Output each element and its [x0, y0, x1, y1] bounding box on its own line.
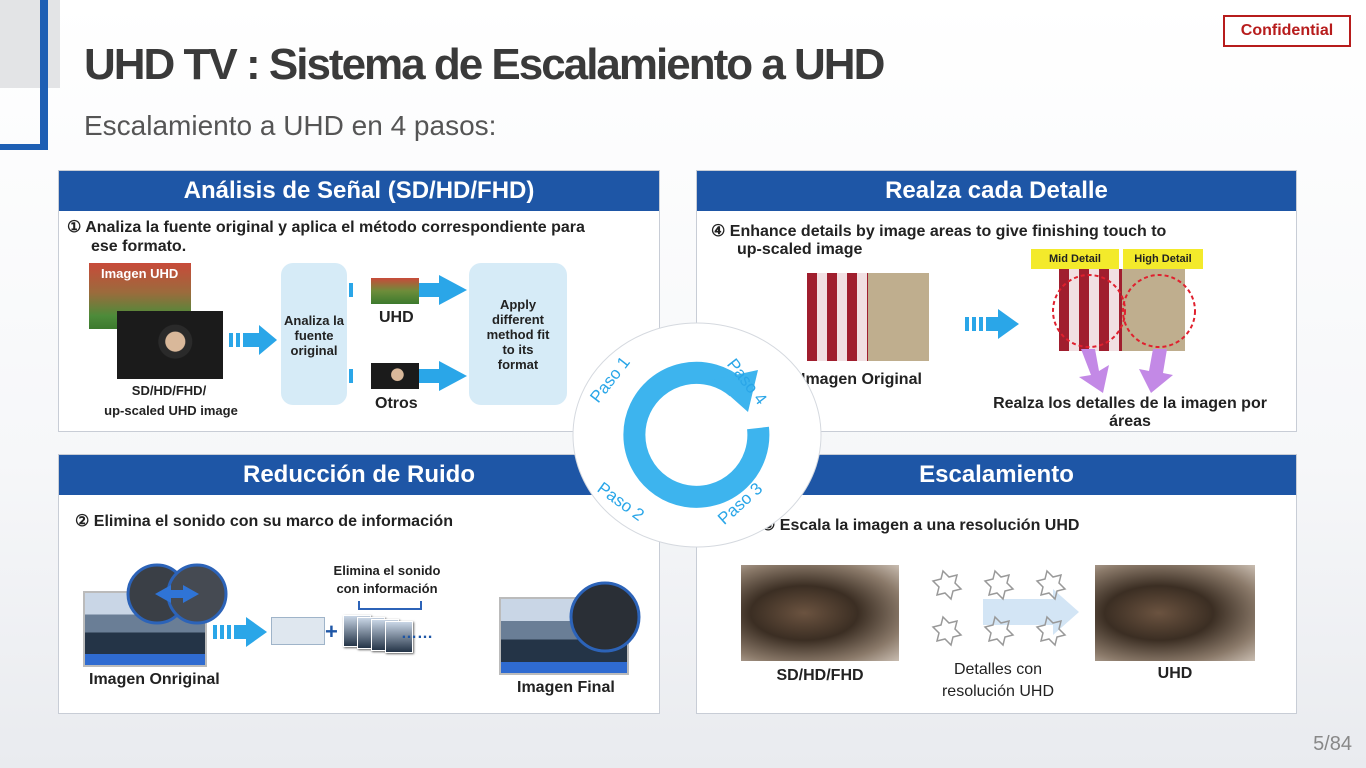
purple-arrows-icon — [1079, 349, 1173, 393]
uhd-label: UHD — [379, 309, 414, 326]
detalles-line1: Detalles con — [953, 661, 1043, 678]
panel-analisis-title: Análisis de Señal (SD/HD/FHD) — [59, 171, 659, 211]
plus-icon: + — [325, 619, 338, 644]
corner-line-vertical — [40, 0, 48, 150]
confidential-badge: Confidential — [1223, 15, 1351, 47]
panel-ruido: Reducción de Ruido ② Elimina el sonido c… — [58, 454, 660, 714]
page-subtitle: Escalamiento a UHD en 4 pasos: — [84, 110, 497, 141]
apply-box-label: Apply different method fit to its format — [486, 297, 550, 372]
imagen-uhd-label: Imagen UHD — [101, 266, 179, 281]
corner-decoration — [0, 0, 60, 88]
ruido-final-label: Imagen Final — [517, 679, 615, 696]
realza-desc-line1: ④ Enhance details by image areas to give… — [711, 223, 1167, 240]
arrow-right-icon — [229, 325, 277, 355]
mid-detail-tag: Mid Detail — [1031, 249, 1119, 269]
fabric-enhanced-image — [1059, 269, 1185, 351]
otros-thumb-image — [371, 363, 419, 389]
analisis-desc-line2: ese formato. — [91, 238, 187, 255]
clean-zoom-icon — [569, 581, 641, 653]
arrow-right-icon — [965, 309, 1019, 339]
realza-result-line2: áreas — [1109, 413, 1151, 430]
arrow-right-icon — [213, 617, 267, 647]
noise-frame-block — [271, 617, 325, 645]
corner-line-horizontal — [0, 144, 48, 150]
realza-desc-line2: up-scaled image — [737, 241, 863, 258]
elimina-line2: con información — [336, 581, 438, 596]
detail-shapes-icon — [931, 569, 1079, 647]
frame-thumb — [385, 621, 413, 653]
escala-uhd-label: UHD — [1157, 665, 1193, 682]
sd-label-line1: SD/HD/FHD/ — [131, 383, 207, 398]
detail-circles-icon — [1052, 274, 1196, 348]
realza-result-line1: Realza los detalles de la imagen por — [993, 395, 1267, 412]
ruido-original-label: Imagen Onriginal — [89, 671, 220, 688]
panel-analisis: Análisis de Señal (SD/HD/FHD) ① Analiza … — [58, 170, 660, 432]
bracket-icon — [358, 601, 422, 610]
ellipsis-icon: …… — [401, 625, 433, 642]
elimina-line1: Elimina el sonido — [333, 563, 441, 578]
realza-original-label: Imagen Original — [801, 371, 922, 388]
cycle-diagram — [572, 322, 822, 548]
panel-ruido-title: Reducción de Ruido — [59, 455, 659, 495]
person-image — [117, 311, 223, 379]
analisis-desc-line1: ① Analiza la fuente original y aplica el… — [67, 219, 585, 236]
hair-uhd-image — [1095, 565, 1255, 661]
sd-label-line2: up-scaled UHD image — [104, 403, 238, 418]
analyze-box-label: Analiza la fuente original — [284, 313, 344, 358]
page-number: 5/84 — [1313, 733, 1352, 755]
fabric-original-image — [807, 273, 929, 361]
panel-realza-title: Realza cada Detalle — [697, 171, 1296, 211]
analyze-box: Analiza la fuente original — [281, 263, 347, 405]
hair-sd-image — [741, 565, 899, 661]
noise-zoom-icon — [126, 563, 228, 625]
escala-sd-label: SD/HD/FHD — [776, 667, 864, 684]
otros-label: Otros — [375, 395, 418, 412]
page-title: UHD TV : Sistema de Escalamiento a UHD — [84, 40, 885, 89]
ruido-desc: ② Elimina el sonido con su marco de info… — [75, 513, 453, 530]
apply-box: Apply different method fit to its format — [469, 263, 567, 405]
detalles-line2: resolución UHD — [941, 683, 1055, 700]
uhd-thumb-image — [371, 278, 419, 304]
high-detail-tag: High Detail — [1123, 249, 1203, 269]
escala-desc: ③ Escala la imagen a una resolución UHD — [761, 517, 1080, 534]
